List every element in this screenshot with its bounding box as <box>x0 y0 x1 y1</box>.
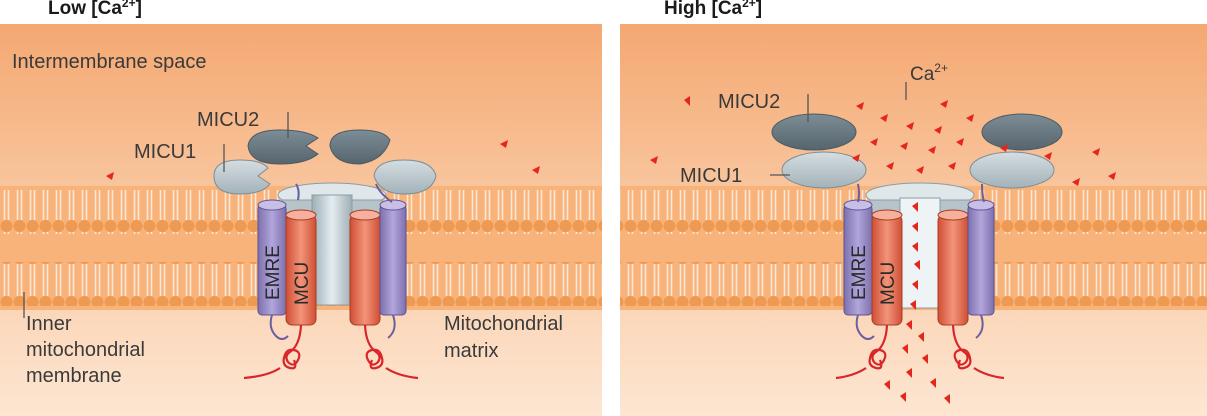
micu1-label-high: MICU1 <box>680 165 742 187</box>
calcium-ion-label: Ca2+ <box>910 61 948 85</box>
inner-membrane-label-1: Inner <box>26 313 72 335</box>
intermembrane-space-label: Intermembrane space <box>12 51 207 73</box>
micu2-label-high: MICU2 <box>718 91 780 113</box>
panel-low-calcium: Low [Ca2+] Intermembrane space EMRE MCU <box>0 0 602 416</box>
panel-high-title: High [Ca2+] <box>664 0 762 19</box>
emre-label: EMRE <box>263 245 284 300</box>
high-calcium-ions <box>650 96 1116 404</box>
high-micu-gatekeepers <box>771 113 1063 203</box>
micu1-left <box>213 159 271 195</box>
matrix-label-2: matrix <box>444 340 498 362</box>
micu2-high-right <box>981 113 1063 151</box>
panel-low-title: Low [Ca2+] <box>48 0 142 19</box>
mcu-subunit-high-right <box>937 214 969 326</box>
mcu-helix-left <box>243 324 303 380</box>
emre-subunit-high-right <box>967 204 995 316</box>
low-channel: EMRE MCU <box>243 182 419 380</box>
micu2-left <box>247 129 319 165</box>
emre-label-high: EMRE <box>849 245 870 300</box>
inner-membrane-label-2: mitochondrial <box>26 339 145 361</box>
mcu-helix-high-right <box>951 324 1005 380</box>
mcu-label: MCU <box>292 262 313 305</box>
low-calcium-ions <box>106 140 540 180</box>
mcu-helix-right <box>363 324 419 380</box>
mcu-helix-high-left <box>835 324 889 380</box>
low-micu-gatekeepers <box>213 129 437 203</box>
mcu-subunit-right <box>349 214 381 326</box>
panel-high-calcium: High [Ca2+] EMRE MCU <box>620 0 1207 416</box>
matrix-label-1: Mitochondrial <box>444 313 563 335</box>
high-channel: EMRE MCU <box>835 182 1005 380</box>
micu2-high-left <box>771 113 857 151</box>
micu1-label: MICU1 <box>134 141 196 163</box>
mcu-label-high: MCU <box>878 262 899 305</box>
micu2-right <box>329 129 391 165</box>
micu1-high-right <box>969 151 1055 189</box>
inner-membrane-label-3: membrane <box>26 365 122 387</box>
micu1-right <box>373 159 437 195</box>
emre-subunit-right <box>379 204 407 316</box>
micu2-label: MICU2 <box>197 109 259 131</box>
micu1-high-left <box>781 151 867 189</box>
